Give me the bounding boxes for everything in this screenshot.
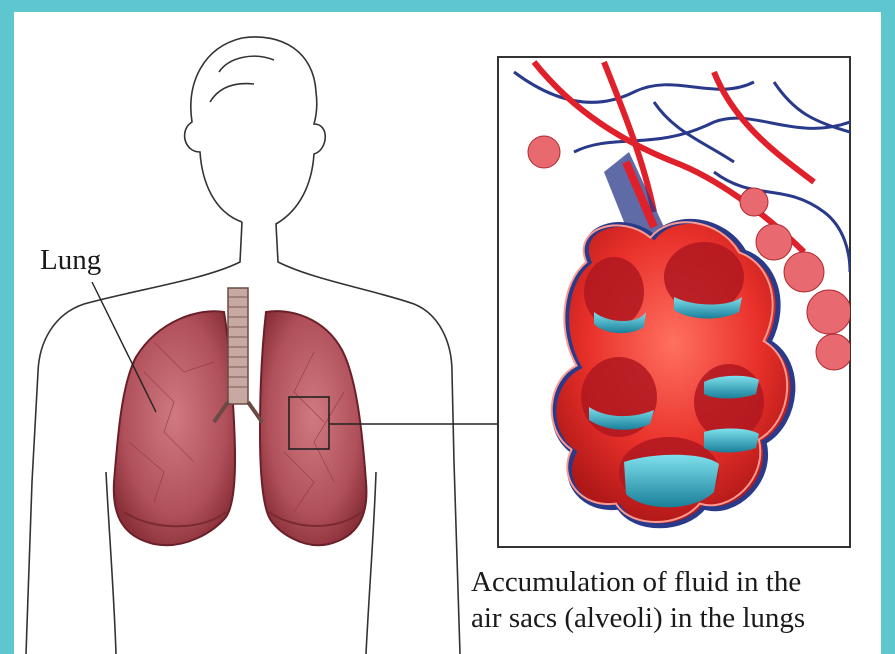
- diagram-frame: Lung Accumulation of fluid in the air sa…: [14, 12, 881, 654]
- lung-label: Lung: [40, 244, 101, 277]
- right-lung: [114, 311, 235, 545]
- diagram-svg: [14, 12, 881, 654]
- caption-line-2: air sacs (alveoli) in the lungs: [471, 600, 881, 636]
- zoom-caption: Accumulation of fluid in the air sacs (a…: [471, 564, 881, 637]
- caption-line-1: Accumulation of fluid in the: [471, 564, 881, 600]
- left-lung: [260, 311, 366, 545]
